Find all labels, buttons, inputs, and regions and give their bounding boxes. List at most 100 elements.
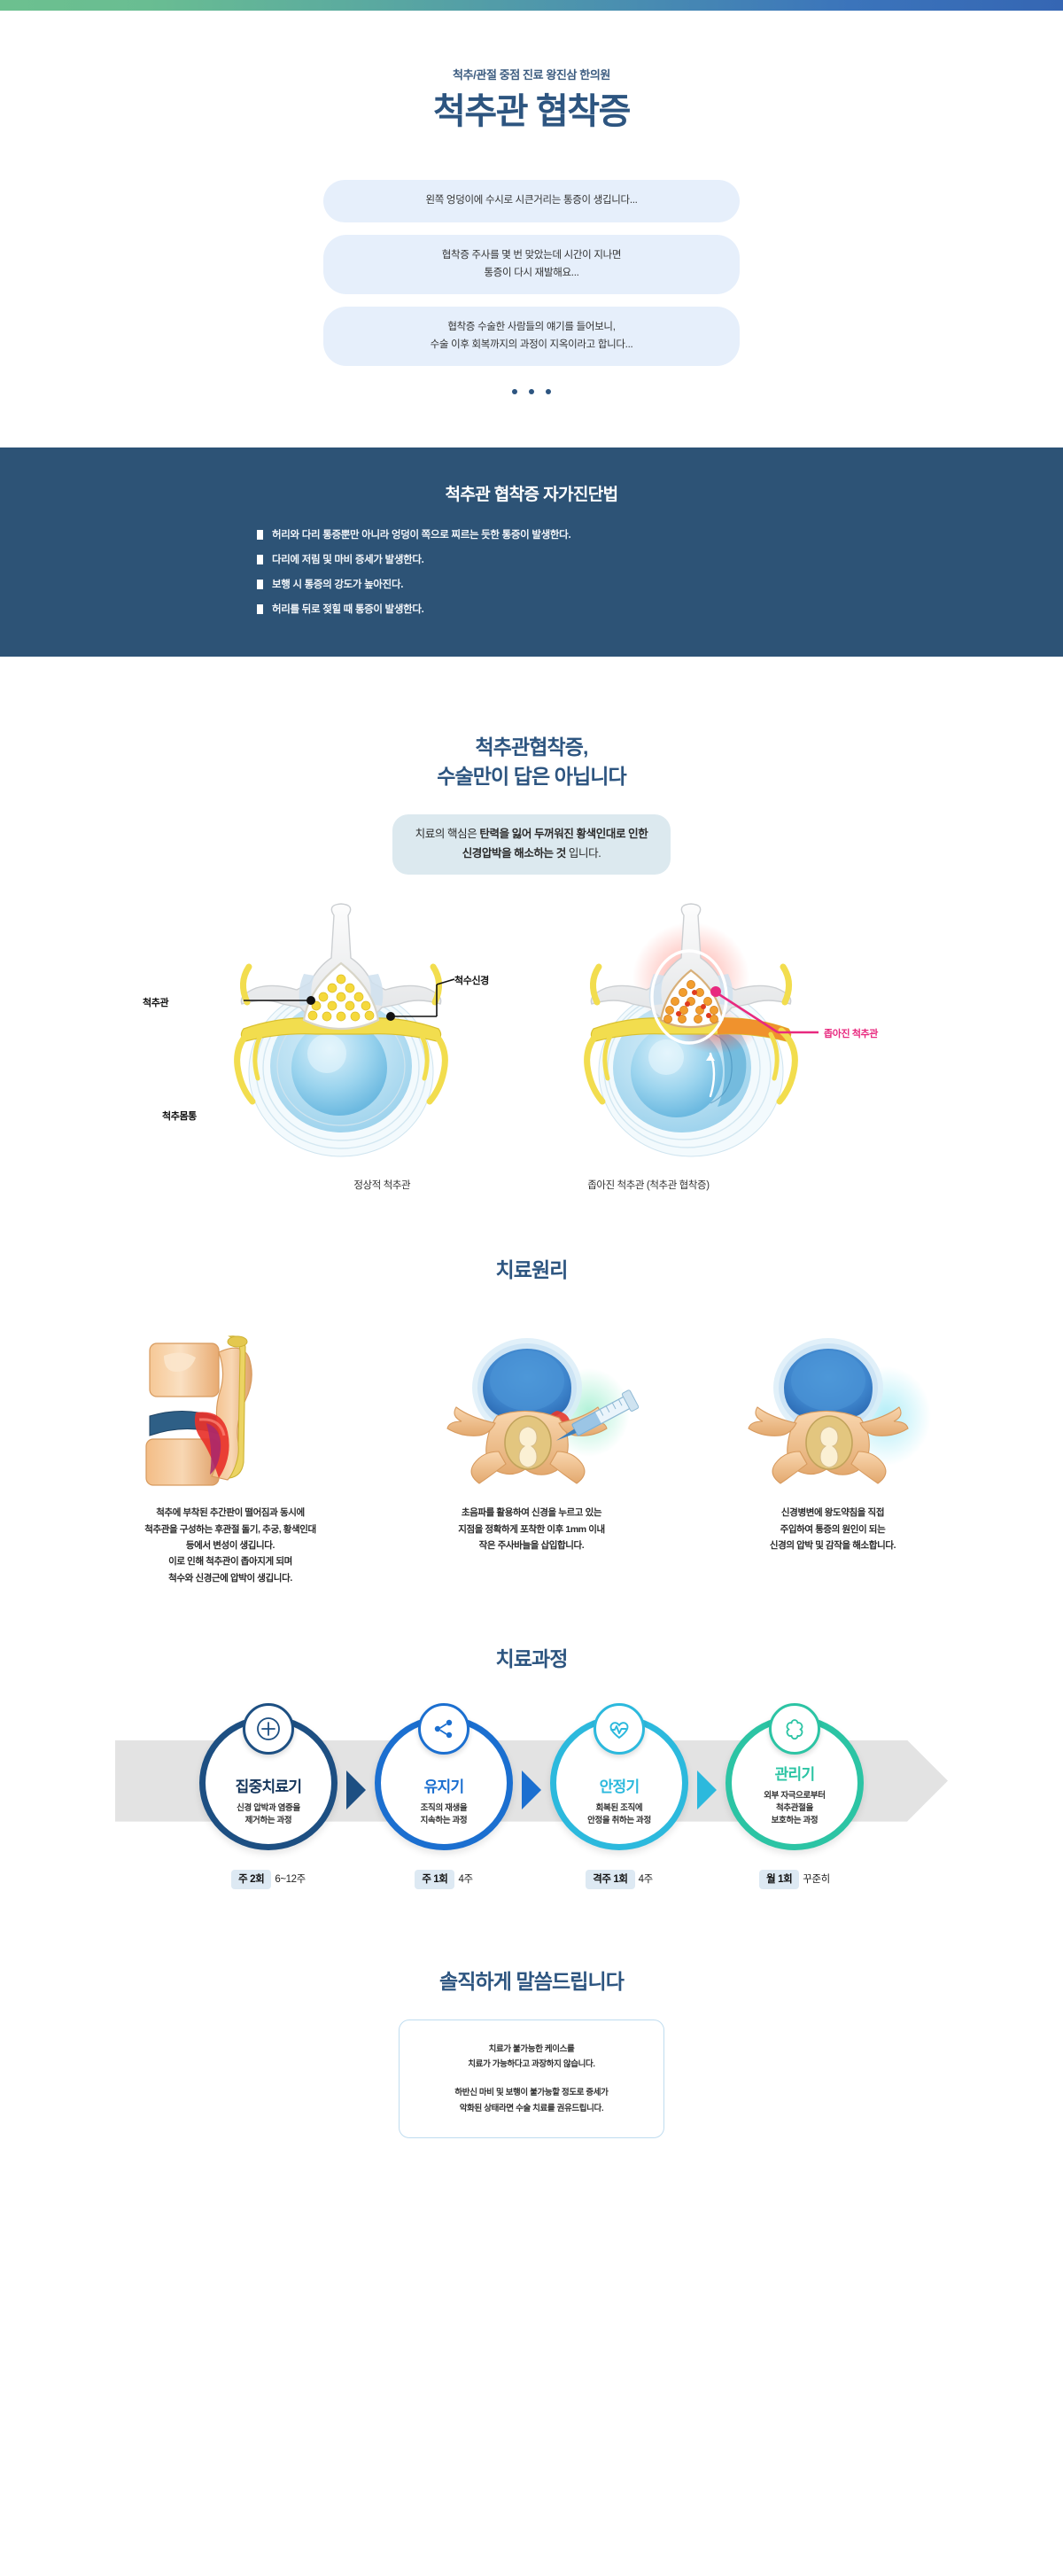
list-item-label: 보행 시 통증의 강도가 높아진다. <box>272 580 404 591</box>
patient-quote-bubble: 왼쪽 엉덩이에 수시로 시큰거리는 통증이 생깁니다... <box>323 180 740 222</box>
chevron-right-icon <box>522 1770 541 1809</box>
process-step-title: 유지기 <box>423 1778 465 1796</box>
vertebra-cross-section-svg <box>234 903 819 1157</box>
treatment-principle-title: 치료원리 <box>495 1258 568 1281</box>
callout-prefix: 치료의 핵심은 <box>415 828 480 841</box>
treatment-key-callout: 치료의 핵심은 탄력을 잃어 두꺼워진 황색인대로 인한 신경압박을 해소하는 … <box>392 814 671 875</box>
self-diagnosis-title: 척추관 협착증 자가진단법 <box>445 486 618 505</box>
frequency-period: 4주 <box>638 1873 654 1885</box>
ultrasound-needle-insertion-illustration <box>399 1327 664 1487</box>
frequency-period: 꾸준히 <box>803 1873 830 1885</box>
quote-line: 통증이 다시 재발해요... <box>484 267 579 278</box>
caption-normal-canal: 정상적 척추관 <box>353 1180 411 1191</box>
quote-line: 협착증 수술한 사람들의 얘기를 들어보니, <box>447 322 616 333</box>
ellipsis-dots <box>0 389 1063 395</box>
frequency-chip: 월 1회 <box>759 1869 800 1889</box>
callout-strong-1: 탄력을 잃어 두꺼워진 황색인대로 인한 <box>479 828 648 841</box>
label-spinal-canal: 척추관 <box>143 998 169 1008</box>
heart-pulse-icon <box>594 1702 645 1755</box>
list-item-label: 다리에 저림 및 마비 증세가 발생한다. <box>272 555 424 566</box>
bullet-square-icon <box>257 580 263 590</box>
flower-shield-icon <box>769 1702 820 1755</box>
label-vertebral-body: 척추몸통 <box>162 1111 197 1122</box>
landing-page: 척추/관절 중점 진료 왕진삼 한의원 척추관 협착증 왼쪽 엉덩이에 수시로 … <box>0 0 1063 2224</box>
hero-eyebrow: 척추/관절 중점 진료 왕진삼 한의원 <box>453 68 610 82</box>
page-title: 척추관 협착증 <box>432 92 632 131</box>
frequency-chip: 주 1회 <box>415 1869 455 1889</box>
patient-quote-bubble: 협착증 수술한 사람들의 얘기를 들어보니, 수술 이후 회복까지의 과정이 지… <box>323 307 740 367</box>
surgery-heading-line1: 척추관협착증, <box>475 735 588 759</box>
bullet-square-icon <box>257 604 263 615</box>
chevron-right-icon <box>697 1770 717 1809</box>
list-item: 허리를 뒤로 젖힐 때 통증이 발생한다. <box>257 603 806 617</box>
surgery-section: 척추관협착증, 수술만이 답은 아닙니다 치료의 핵심은 탄력을 잃어 두꺼워진… <box>0 733 1063 1192</box>
nerve-relief-illustration <box>700 1327 966 1487</box>
self-diagnosis-list: 허리와 다리 통증뿐만 아니라 엉덩이 쪽으로 찌르는 듯한 통증이 발생한다.… <box>257 528 806 617</box>
vertebra-degeneration-illustration <box>97 1327 363 1487</box>
label-spinal-nerve: 척수신경 <box>454 976 489 986</box>
process-step-title: 관리기 <box>774 1766 816 1784</box>
callout-suffix: 입니다. <box>565 847 601 860</box>
process-step-title: 집중치료기 <box>235 1778 302 1796</box>
patient-quote-list: 왼쪽 엉덩이에 수시로 시큰거리는 통증이 생깁니다... 협착증 주사를 몇 … <box>323 180 740 367</box>
patient-quote-bubble: 협착증 주사를 몇 번 맞았는데 시간이 지나면 통증이 다시 재발해요... <box>323 235 740 295</box>
quote-line: 왼쪽 엉덩이에 수시로 시큰거리는 통증이 생깁니다... <box>425 195 638 206</box>
self-diagnosis-section: 척추관 협착증 자가진단법 허리와 다리 통증뿐만 아니라 엉덩이 쪽으로 찌르… <box>0 447 1063 657</box>
frequency-chip: 주 2회 <box>231 1869 272 1889</box>
bullet-square-icon <box>257 530 263 541</box>
callout-strong-2: 신경압박을 해소하는 것 <box>462 847 567 860</box>
treatment-principle-section: 치료원리 <box>0 1256 1063 1586</box>
dot-icon <box>529 389 534 395</box>
surgery-heading: 척추관협착증, 수술만이 답은 아닙니다 <box>0 733 1063 792</box>
treatment-process-title: 치료과정 <box>495 1647 568 1671</box>
process-step-title: 안정기 <box>599 1778 640 1796</box>
hero-section: 척추/관절 중점 진료 왕진삼 한의원 척추관 협착증 왼쪽 엉덩이에 수시로 … <box>0 11 1063 395</box>
label-narrowed-canal: 좁아진 척추관 <box>824 1029 878 1039</box>
anatomy-captions: 정상적 척추관 좁아진 척추관 (척추관 협착증) <box>0 1178 1063 1192</box>
list-item: 허리와 다리 통증뿐만 아니라 엉덩이 쪽으로 찌르는 듯한 통증이 발생한다. <box>257 528 806 542</box>
list-item-label: 허리와 다리 통증뿐만 아니라 엉덩이 쪽으로 찌르는 듯한 통증이 발생한다. <box>272 530 571 541</box>
list-item: 다리에 저림 및 마비 증세가 발생한다. <box>257 553 806 567</box>
frequency-chip: 격주 1회 <box>586 1869 635 1889</box>
network-share-icon <box>418 1702 469 1755</box>
surgery-heading-line2: 수술만이 답은 아닙니다 <box>437 764 626 788</box>
dot-icon <box>546 389 551 395</box>
frequency-period: 4주 <box>458 1873 473 1885</box>
quote-line: 수술 이후 회복까지의 과정이 지옥이라고 합니다... <box>430 339 633 350</box>
top-gradient-bar <box>0 0 1063 11</box>
chevron-right-icon <box>346 1770 366 1809</box>
quote-line: 협착증 주사를 몇 번 맞았는데 시간이 지나면 <box>441 250 622 261</box>
honest-title: 솔직하게 말씀드립니다 <box>438 1969 625 1993</box>
list-item-label: 허리를 뒤로 젖힐 때 통증이 발생한다. <box>272 604 424 616</box>
dot-icon <box>512 389 517 395</box>
bullet-square-icon <box>257 555 263 565</box>
caption-narrowed-canal: 좁아진 척추관 (척추관 협착증) <box>587 1180 710 1191</box>
